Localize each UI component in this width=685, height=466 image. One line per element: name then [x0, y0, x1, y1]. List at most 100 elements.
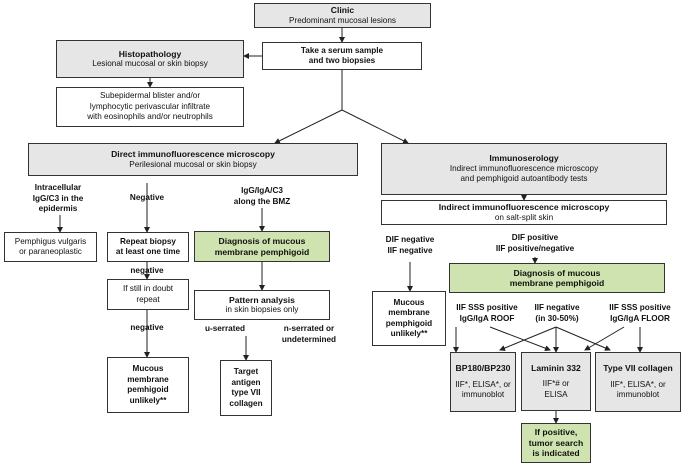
bp180-line-1: IIF*, ELISA*, or: [455, 379, 511, 389]
tumor-1: If positive,: [534, 427, 578, 438]
mmp-right-2: membrane pemphigoid: [509, 278, 605, 288]
histopathology-subtitle: Lesional mucosal or skin biopsy: [92, 59, 208, 68]
tumor-3: is indicated: [532, 448, 580, 459]
serum-line-1: Take a serum sample: [300, 45, 384, 55]
dif-subtitle: Perilesional mucosal or skin biopsy: [129, 159, 257, 169]
label-sss-floor-1: IIF SSS positive: [609, 303, 671, 312]
laminin-box: Laminin 332 IIF*# or ELISA: [521, 352, 591, 411]
laminin-line-2: ELISA: [544, 389, 568, 399]
unlikely-left-1: Mucous: [132, 364, 164, 373]
label-dif-positive-2: IIF positive/negative: [495, 243, 575, 253]
clinic-title: Clinic: [330, 5, 355, 15]
bp180-box: BP180/BP230 IIF*, ELISA*, or immunoblot: [450, 352, 516, 412]
label-dif-negative-2: IIF negative: [387, 245, 433, 255]
repeat-line-2: at least one time: [115, 247, 181, 256]
iif-salt-split-box: Indirect immunofluorescence microscopy o…: [381, 200, 667, 225]
subepidermal-line-3: with eosinophils and/or neutrophils: [87, 112, 213, 122]
label-sss-roof-2: IgG/IgA ROOF: [459, 313, 515, 323]
immunoserology-line-1: Indirect immunofluorescence microscopy: [449, 163, 599, 173]
bp180-line-2: immunoblot: [461, 390, 505, 400]
mmp-diagnosis-left-box: Diagnosis of mucous membrane pemphigoid: [194, 231, 330, 262]
label-u-serrated-text: u-serrated: [204, 324, 246, 333]
label-sss-roof-1: IIF SSS positive: [456, 303, 518, 312]
mmp-left-2: membrane pemphigoid: [214, 246, 310, 257]
laminin-line-1: IIF*# or: [542, 379, 570, 389]
label-sss-floor: IIF SSS positive IgG/IgA FLOOR: [598, 303, 682, 324]
label-iif-negative: IIF negative (in 30-50%): [522, 303, 592, 324]
label-negative-low-text: negative: [130, 323, 164, 332]
clinic-subtitle: Predominant mucosal lesions: [289, 15, 396, 25]
label-dif-positive-1: DIF positive: [511, 233, 559, 242]
tumor-2: tumor search: [528, 437, 584, 448]
arrow-neg-type7: [555, 326, 611, 351]
label-dif-negative-1: DIF negative: [385, 235, 435, 244]
histopathology-box: Histopathology Lesional mucosal or skin …: [56, 40, 244, 78]
unlikely-left-3: pemhigoid: [127, 385, 169, 394]
immunoserology-title: Immunoserology: [489, 153, 559, 164]
arrow-roof-laminin: [489, 326, 551, 352]
clinic-box: Clinic Predominant mucosal lesions: [254, 3, 431, 28]
type7-box: Type VII collagen IIF*, ELISA*, or immun…: [595, 352, 681, 412]
unlikely-left-box: Mucous membrane pemhigoid unlikely**: [107, 357, 189, 413]
unlikely-mid-1: Mucous: [393, 297, 425, 307]
label-dif-negative: DIF negative IIF negative: [374, 235, 446, 256]
unlikely-mid-3: pemphigoid: [385, 318, 433, 328]
arrow-floor-laminin: [584, 326, 625, 351]
mmp-right-1: Diagnosis of mucous: [513, 267, 601, 278]
unlikely-mid-box: Mucous membrane pemphigoid unlikely**: [372, 291, 446, 346]
target-antigen-box: Target antigen type VII collagen: [220, 360, 272, 416]
target-1: Target: [233, 367, 259, 376]
label-u-serrated: u-serrated: [190, 324, 260, 335]
target-4: collagen: [229, 398, 263, 408]
pemphigus-line-2: or paraneoplastic: [19, 247, 82, 256]
pattern-title: Pattern analysis: [229, 294, 295, 305]
type7-title: Type VII collagen: [603, 363, 673, 374]
subepidermal-line-1: Subepidermal blister and/or: [99, 91, 201, 101]
dif-title: Direct immunofluorescence microscopy: [111, 149, 275, 159]
unlikely-left-2: membrane: [127, 374, 169, 384]
label-negative-top: Negative: [115, 193, 179, 204]
label-igg-bmz-1: IgG/IgA/C3: [241, 186, 283, 195]
type7-line-2: immunoblot: [616, 390, 660, 400]
doubt-box: If still in doubt repeat: [107, 279, 189, 310]
laminin-title: Laminin 332: [531, 362, 581, 373]
label-n-serrated-1: n-serrated or: [283, 324, 335, 333]
label-negative-low: negative: [115, 323, 179, 334]
mmp-diagnosis-right-box: Diagnosis of mucous membrane pemphigoid: [449, 263, 665, 293]
serum-line-2: and two biopsies: [308, 56, 376, 65]
label-negative-mid-text: negative: [130, 266, 164, 275]
label-sss-roof: IIF SSS positive IgG/IgA ROOF: [448, 303, 526, 324]
immunoserology-line-2: and pemphigoid autoantibody tests: [460, 174, 588, 184]
type7-line-1: IIF*, ELISA*, or: [610, 379, 666, 389]
label-negative-mid: negative: [115, 266, 179, 277]
arrow-neg-bp180: [499, 326, 557, 351]
arrow-branch-dif: [274, 109, 343, 144]
label-intracellular-1: Intracellular: [34, 183, 82, 192]
repeat-line-1: Repeat biopsy: [120, 236, 176, 246]
label-negative-top-text: Negative: [129, 193, 165, 202]
mmp-left-1: Diagnosis of mucous: [218, 236, 306, 246]
subepidermal-line-2: lymphocytic perivascular infiltrate: [89, 101, 211, 111]
target-2: antigen: [231, 377, 261, 387]
repeat-biopsy-box: Repeat biopsy at least one time: [107, 232, 189, 262]
label-igg-bmz-2: along the BMZ: [233, 196, 291, 206]
target-3: type VII: [231, 388, 261, 397]
label-intracellular-2: IgG/C3 in the: [32, 193, 84, 203]
label-igg-bmz: IgG/IgA/C3 along the BMZ: [207, 186, 317, 207]
label-dif-positive: DIF positive IIF positive/negative: [470, 233, 600, 254]
pattern-subtitle: in skin biopsies only: [225, 305, 299, 314]
label-n-serrated: n-serrated or undetermined: [268, 324, 350, 345]
dif-box: Direct immunofluorescence microscopy Per…: [28, 143, 358, 176]
tumor-search-box: If positive, tumor search is indicated: [521, 423, 591, 463]
unlikely-mid-4: unlikely**: [390, 329, 428, 338]
unlikely-left-4: unlikely**: [129, 395, 167, 405]
immunoserology-box: Immunoserology Indirect immunofluorescen…: [381, 143, 667, 195]
arrow-branch-immuno: [341, 109, 409, 144]
subepidermal-box: Subepidermal blister and/or lymphocytic …: [56, 87, 244, 127]
histopathology-title: Histopathology: [118, 48, 182, 59]
label-sss-floor-2: IgG/IgA FLOOR: [610, 313, 670, 323]
pemphigus-line-1: Pemphigus vulgaris: [14, 236, 87, 246]
label-intracellular: Intracellular IgG/C3 in the epidermis: [8, 183, 108, 215]
label-n-serrated-2: undetermined: [281, 334, 337, 344]
